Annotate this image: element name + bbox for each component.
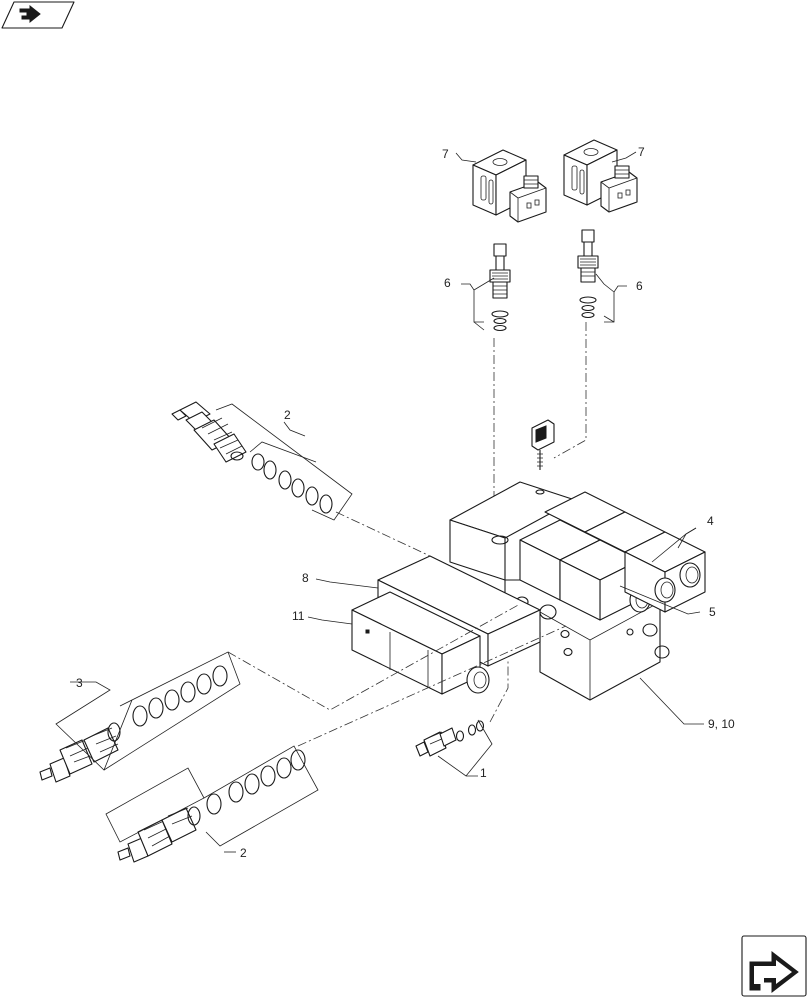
small-plug xyxy=(415,720,485,757)
relief-cartridge-top xyxy=(171,401,333,514)
valve-body-assembly xyxy=(449,481,706,701)
nav-arrow-icon[interactable] xyxy=(1,1,75,29)
callout-1: 1 xyxy=(480,766,487,780)
callout-2-top: 2 xyxy=(284,408,291,422)
callout-7-right: 7 xyxy=(638,145,645,159)
solenoid-coil-left xyxy=(472,149,547,223)
callout-5: 5 xyxy=(709,605,716,619)
sensor-plug xyxy=(531,419,555,495)
callout-7-left: 7 xyxy=(442,147,449,161)
callout-3: 3 xyxy=(76,676,83,690)
next-page-arrow-icon[interactable] xyxy=(741,935,807,997)
callout-6-right: 6 xyxy=(636,279,643,293)
solenoid-stem-right xyxy=(577,229,599,319)
callout-6-left: 6 xyxy=(444,276,451,290)
module-block xyxy=(351,555,541,695)
callout-2-bottom: 2 xyxy=(240,846,247,860)
solenoid-stem-left xyxy=(489,243,511,332)
callout-11: 11 xyxy=(292,609,305,623)
relief-cartridge-bottom xyxy=(117,749,306,863)
callout-9-10: 9, 10 xyxy=(708,717,735,731)
relief-cartridge-left xyxy=(39,665,228,783)
solenoid-coil-right xyxy=(563,139,638,213)
callout-8: 8 xyxy=(302,571,309,585)
callout-4: 4 xyxy=(707,514,714,528)
